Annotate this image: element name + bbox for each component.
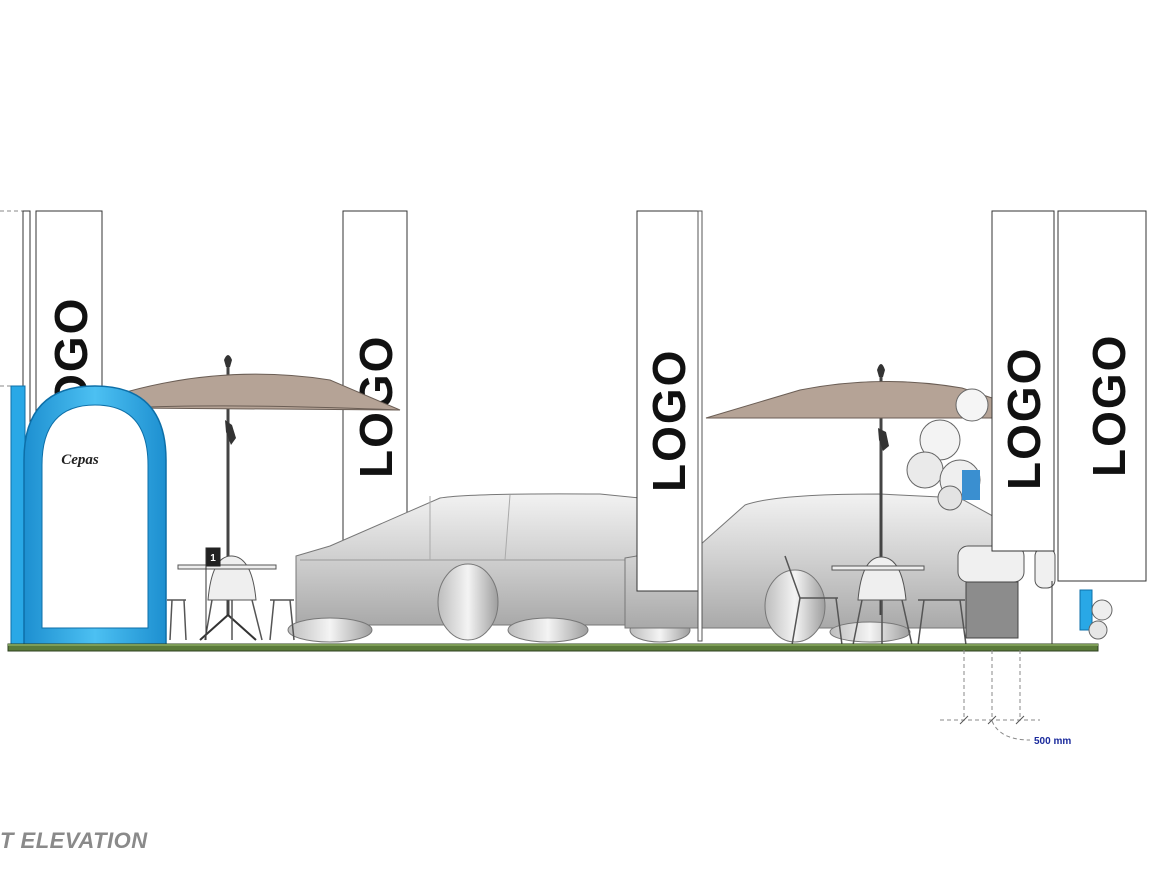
drawing-caption: T ELEVATION xyxy=(0,828,148,853)
car-left xyxy=(287,493,706,643)
sign-post: 1 xyxy=(205,547,221,640)
car-right xyxy=(624,493,1006,643)
table-right xyxy=(831,565,967,646)
chair-left-2 xyxy=(167,564,295,641)
banner-2: LOGO xyxy=(342,210,408,552)
flower-decoration xyxy=(906,388,989,511)
sign-number: 1 xyxy=(210,553,216,564)
reference-lines xyxy=(0,210,25,387)
dimension-annotation: 500 mm xyxy=(940,650,1071,747)
banner-4-label: LOGO xyxy=(998,347,1050,490)
dimension-label: 500 mm xyxy=(1034,736,1071,747)
chair-right-1 xyxy=(784,555,843,646)
display-stand xyxy=(957,545,1056,639)
banner-5-label: LOGO xyxy=(1083,334,1135,477)
banner-3-label: LOGO xyxy=(643,349,695,492)
kiosk: Cepas xyxy=(10,385,167,647)
kiosk-brand-logo: Cepas xyxy=(61,452,99,468)
banner-3: LOGO xyxy=(636,210,703,642)
plant-pot-right xyxy=(1079,589,1113,640)
floor-platform xyxy=(7,643,1099,652)
banner-4: LOGO xyxy=(991,210,1055,552)
banner-5: LOGO xyxy=(1051,210,1147,645)
